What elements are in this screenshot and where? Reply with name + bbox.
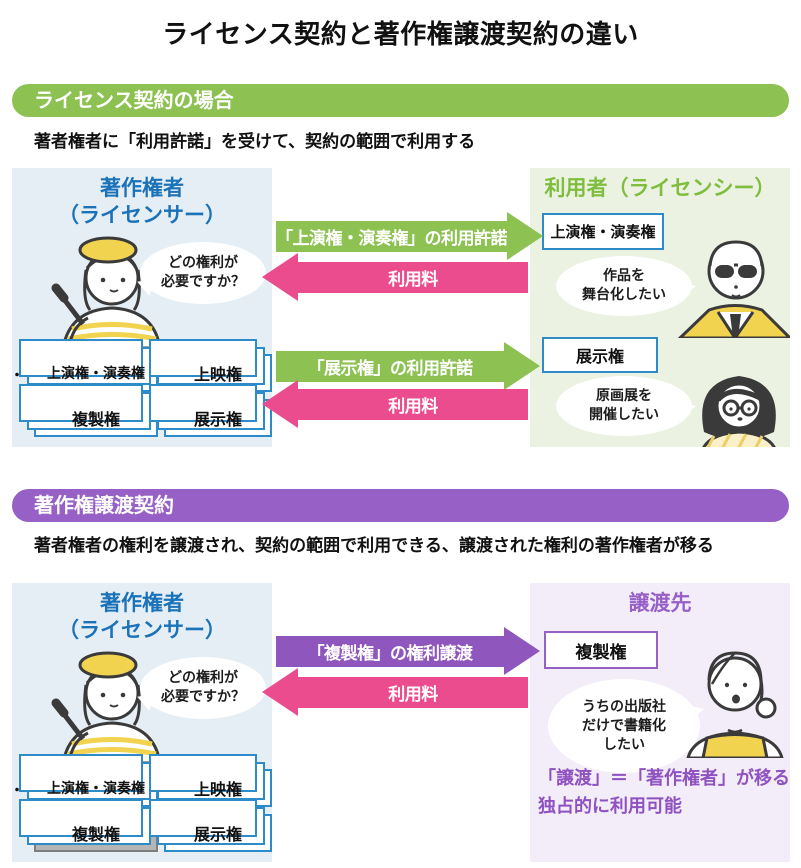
bubble-line: だけで書籍化	[582, 717, 666, 734]
artist-illustration	[51, 651, 162, 763]
licensor-title-line1: 著作権者	[100, 176, 184, 200]
rights-card-reproduction-transferred: 複製権	[19, 799, 158, 852]
license-section-header: ライセンス契約の場合	[12, 84, 789, 117]
assignee-card-label: 複製権	[575, 642, 627, 663]
licensor-title-line2: （ライセンサー）	[58, 618, 226, 642]
arrow-head-left-icon	[262, 668, 298, 716]
assignee-card-reproduction: 複製権	[544, 631, 658, 669]
licensor-speech-bubble: どの権利が 必要ですか？	[125, 242, 266, 304]
bubble-line: 開催したい	[589, 407, 659, 423]
note-line1: 「譲渡」＝「著作権者」が移る	[538, 768, 790, 789]
licensor-panel-1: 著作権者 （ライセンサー） どの権利が 必要ですか？ ・ 上演権・演奏権	[12, 168, 272, 447]
gallery-woman-illustration	[702, 376, 776, 447]
publisher-woman-illustration	[686, 651, 784, 758]
rights-card-label: 複製権	[71, 410, 120, 429]
bubble-line: うちの出版社	[582, 698, 666, 715]
arrow-head-right-icon	[504, 342, 540, 390]
rights-card-performance: ・ 上演権・演奏権	[12, 754, 158, 807]
licensor-title: 著作権者 （ライセンサー）	[12, 175, 272, 229]
transfer-note: 「譲渡」＝「著作権者」が移る 独占的に利用可能	[538, 765, 790, 821]
note-line2: 独占的に利用可能	[538, 796, 682, 817]
arrow-head-left-icon	[262, 253, 298, 301]
licensor-title-line1: 著作権者	[100, 591, 184, 615]
grant-arrow-performance: 「上演権・演奏権」の利用許諾	[276, 212, 543, 260]
assignee-title: 譲渡先	[530, 590, 790, 617]
arrow-label: 「上演権・演奏権」の利用許諾	[276, 228, 508, 249]
arrow-label: 利用料	[388, 396, 438, 417]
licensor-bubble-line2: 必要ですか？	[161, 689, 245, 705]
bubble-line: 作品を	[603, 268, 645, 284]
bubble-line: 原画展を	[596, 388, 652, 404]
licensee-title: 利用者（ライセンシー）	[530, 175, 790, 202]
licensee-speech-bubble-2: 原画展を 開催したい	[556, 376, 707, 436]
rights-card-label: 展示権	[193, 410, 242, 429]
rights-card-exhibition: 展示権	[149, 799, 272, 852]
rights-card-label: 上映権	[193, 365, 242, 384]
licensor-bubble-line2: 必要ですか？	[161, 274, 245, 290]
fee-arrow-1: 利用料	[262, 253, 528, 301]
stack-hint: ・	[12, 365, 24, 385]
arrow-head-right-icon	[504, 627, 540, 675]
transfer-section-header: 著作権譲渡契約	[12, 489, 789, 522]
arrow-label: 利用料	[388, 269, 438, 290]
arrow-label: 「複製権」の権利譲渡	[307, 643, 474, 664]
fee-arrow-3: 利用料	[262, 668, 528, 716]
bubble-line: 舞台化したい	[582, 287, 666, 303]
fee-arrow-2: 利用料	[262, 380, 528, 428]
page-title: ライセンス契約と著作権譲渡契約の違い	[162, 20, 639, 50]
rights-card-label: 展示権	[193, 825, 242, 844]
licensor-panel-2: 著作権者 （ライセンサー） どの権利が 必要ですか？ ・ 上演権・演奏権	[12, 583, 272, 862]
transfer-arrow-reproduction: 「複製権」の権利譲渡	[276, 627, 540, 675]
license-section-subtitle: 著者権者に「利用許諾」を受けて、契約の範囲で利用する	[34, 132, 476, 152]
licensee-title-text: 利用者（ライセンシー）	[544, 176, 776, 200]
assignee-title-text: 譲渡先	[628, 591, 692, 615]
transfer-section-subtitle: 著者権者の権利を譲渡され、契約の範囲で利用できる、譲渡された権利の著作権者が移る	[34, 536, 714, 556]
arrow-label: 「展示権」の利用許諾	[307, 358, 474, 379]
stack-hint: ・	[12, 780, 24, 800]
rights-card-label: 上映権	[193, 780, 242, 799]
assignee-panel: 譲渡先 複製権 うちの出版社 だけで書籍化 したい 「譲渡」＝「著作権者」が移る…	[530, 583, 790, 862]
rights-card-screening: 上映権	[149, 339, 272, 392]
licensee-card-label: 上演権・演奏権	[550, 223, 656, 241]
licensee-card-label: 展示権	[575, 347, 624, 366]
licensor-title: 著作権者 （ライセンサー）	[12, 590, 272, 644]
businessman-illustration	[677, 240, 790, 338]
licensee-card-performance: 上演権・演奏権	[542, 213, 664, 250]
artist-illustration	[51, 236, 162, 348]
licensee-speech-bubble-1: 作品を 舞台化したい	[556, 256, 707, 316]
licensor-speech-bubble: どの権利が 必要ですか？	[125, 657, 266, 719]
rights-card-exhibition: 展示権	[149, 384, 272, 437]
rights-card-label: 上演権・演奏権	[47, 366, 145, 382]
licensor-title-line2: （ライセンサー）	[58, 203, 226, 227]
rights-card-label: 複製権	[71, 825, 120, 844]
assignee-speech-bubble: うちの出版社 だけで書籍化 したい	[548, 679, 715, 773]
licensor-bubble-line1: どの権利が	[168, 670, 238, 686]
arrow-head-right-icon	[507, 212, 543, 260]
licensee-card-exhibition: 展示権	[542, 337, 658, 373]
arrow-label: 利用料	[388, 684, 438, 705]
rights-card-label: 上演権・演奏権	[47, 781, 145, 797]
grant-arrow-exhibition: 「展示権」の利用許諾	[276, 342, 540, 390]
arrow-head-left-icon	[262, 380, 298, 428]
bubble-line: したい	[603, 736, 645, 753]
licensor-bubble-line1: どの権利が	[168, 255, 238, 271]
licensee-panel: 利用者（ライセンシー） 上演権・演奏権 作品を 舞台化したい 展示権	[530, 168, 790, 447]
rights-card-reproduction: 複製権	[19, 384, 158, 437]
